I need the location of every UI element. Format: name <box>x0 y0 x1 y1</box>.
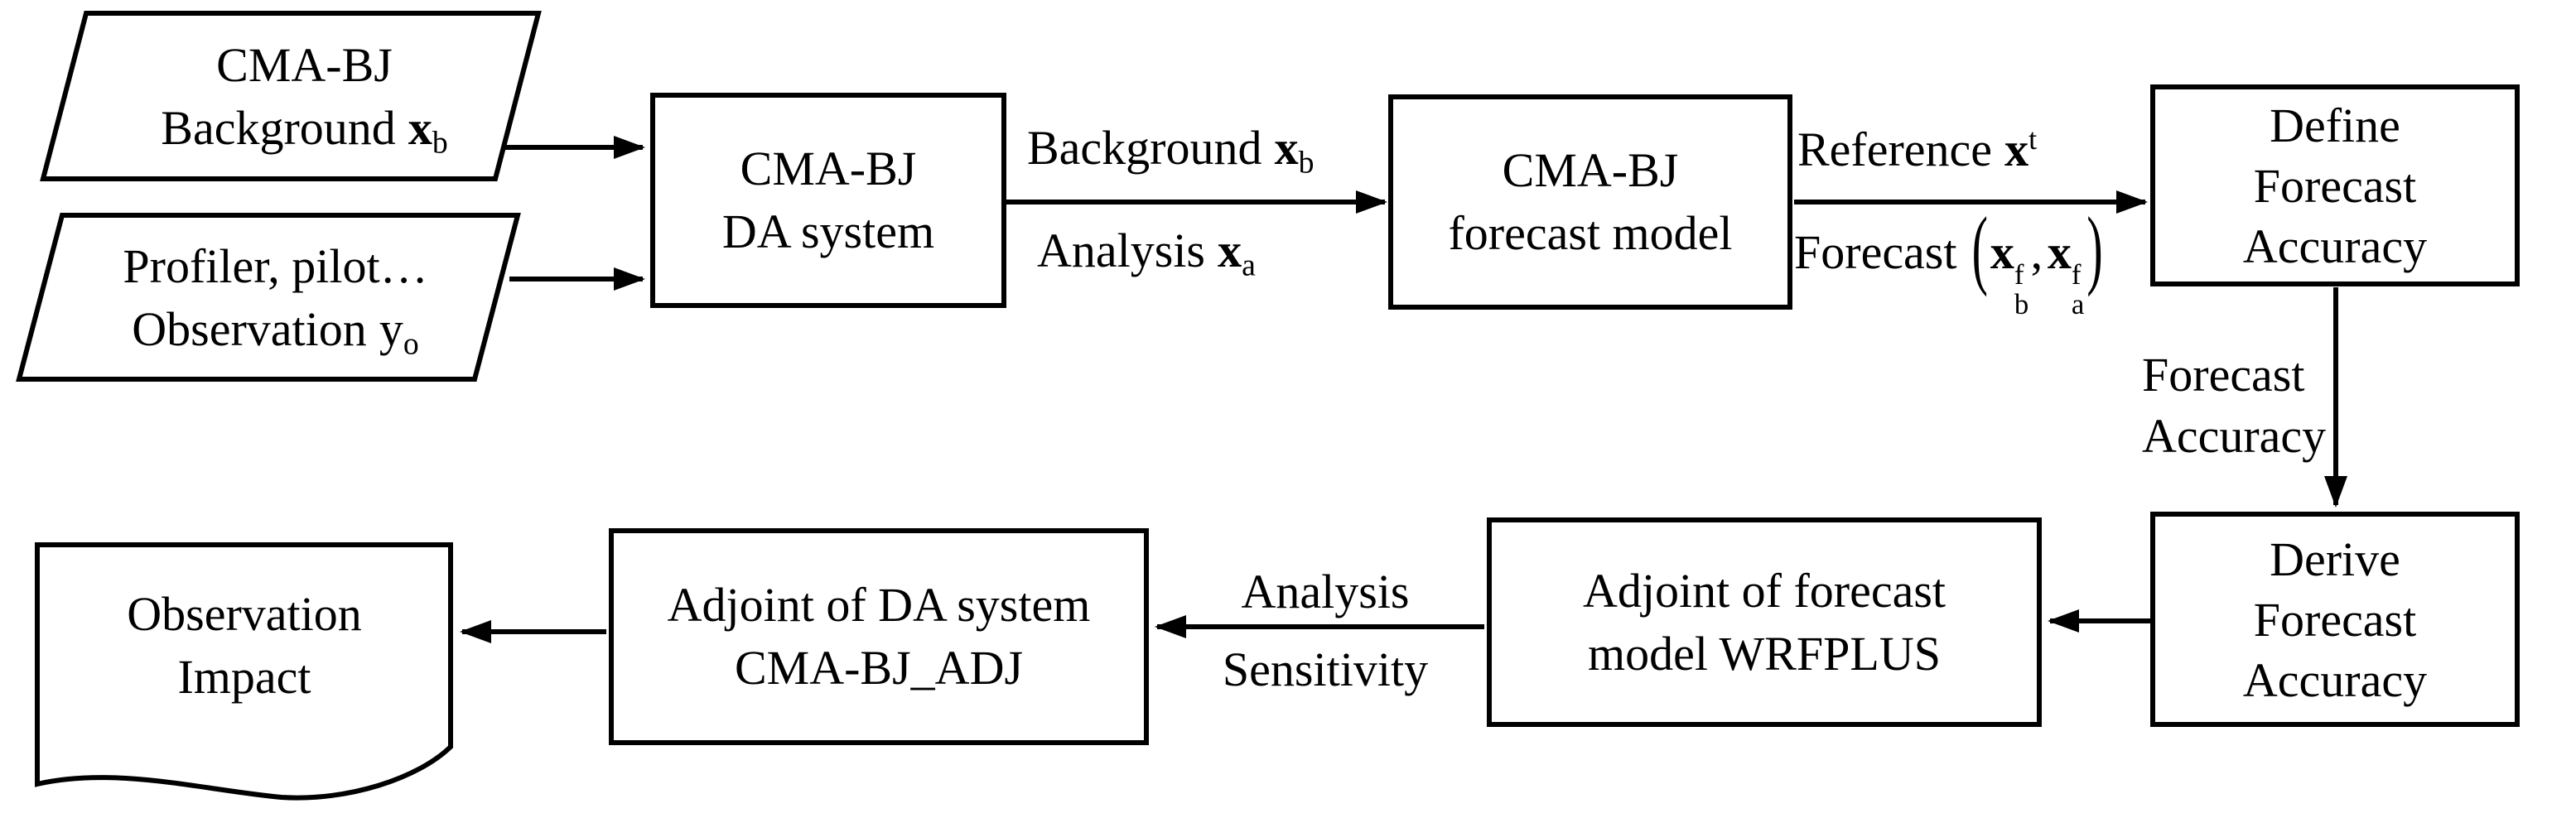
da-system-line2: DA system <box>721 204 935 258</box>
da-system-box: CMA-BJ DA system <box>650 93 1006 308</box>
analysis-sensitivity-line2: Sensitivity <box>1222 642 1429 696</box>
derive-line3: Accuracy <box>2242 652 2428 707</box>
forecast-var1-sup: f <box>2014 258 2024 291</box>
forecast-var1-sub: b <box>2014 287 2029 320</box>
observation-impact-document <box>35 542 453 801</box>
edge-label-analysis-sensitivity: Analysis Sensitivity <box>1172 553 1479 709</box>
adjoint-forecast-model-box: Adjoint of forecast model WRFPLUS <box>1487 517 2042 727</box>
observation-impact-line2: Impact <box>177 650 311 704</box>
adjoint-forecast-line1: Adjoint of forecast <box>1582 563 1946 618</box>
forecast-accuracy-line1: Forecast <box>2142 348 2305 402</box>
forecast-model-box: CMA-BJ forecast model <box>1388 94 1792 310</box>
observation-impact-label: Observation Impact <box>46 575 443 716</box>
background-input-parallelogram <box>40 11 542 181</box>
forecast-var2-sup: f <box>2071 258 2082 291</box>
forecast-model-line2: forecast model <box>1448 206 1733 260</box>
da-system-line1: CMA-BJ <box>740 142 917 195</box>
edge-label-forecast-accuracy: Forecast Accuracy <box>2142 344 2326 467</box>
observation-input-parallelogram <box>16 213 521 382</box>
forecast-var2-sub: a <box>2071 287 2085 320</box>
adjoint-forecast-line2: model WRFPLUS <box>1588 626 1941 681</box>
observation-impact-line1: Observation <box>127 587 362 641</box>
define-line3: Accuracy <box>2242 219 2428 273</box>
derive-forecast-accuracy-box: Derive Forecast Accuracy <box>2150 512 2520 727</box>
analysis-sensitivity-line1: Analysis <box>1241 565 1410 618</box>
adjoint-da-system-box: Adjoint of DA system CMA-BJ_ADJ <box>609 528 1149 745</box>
forecast-accuracy-line2: Accuracy <box>2142 409 2327 463</box>
forecast-model-line1: CMA-BJ <box>1502 143 1679 197</box>
define-line1: Define <box>2270 98 2400 152</box>
observation-input-line1: Profiler, pilot… <box>123 239 428 293</box>
background-input-line1: CMA-BJ <box>216 38 393 92</box>
define-forecast-accuracy-box: Define Forecast Accuracy <box>2150 84 2520 286</box>
derive-line2: Forecast <box>2253 592 2417 647</box>
define-line2: Forecast <box>2253 158 2417 213</box>
adjoint-da-line1: Adjoint of DA system <box>667 578 1091 632</box>
derive-line1: Derive <box>2270 532 2400 586</box>
adjoint-da-line2: CMA-BJ_ADJ <box>734 641 1024 695</box>
